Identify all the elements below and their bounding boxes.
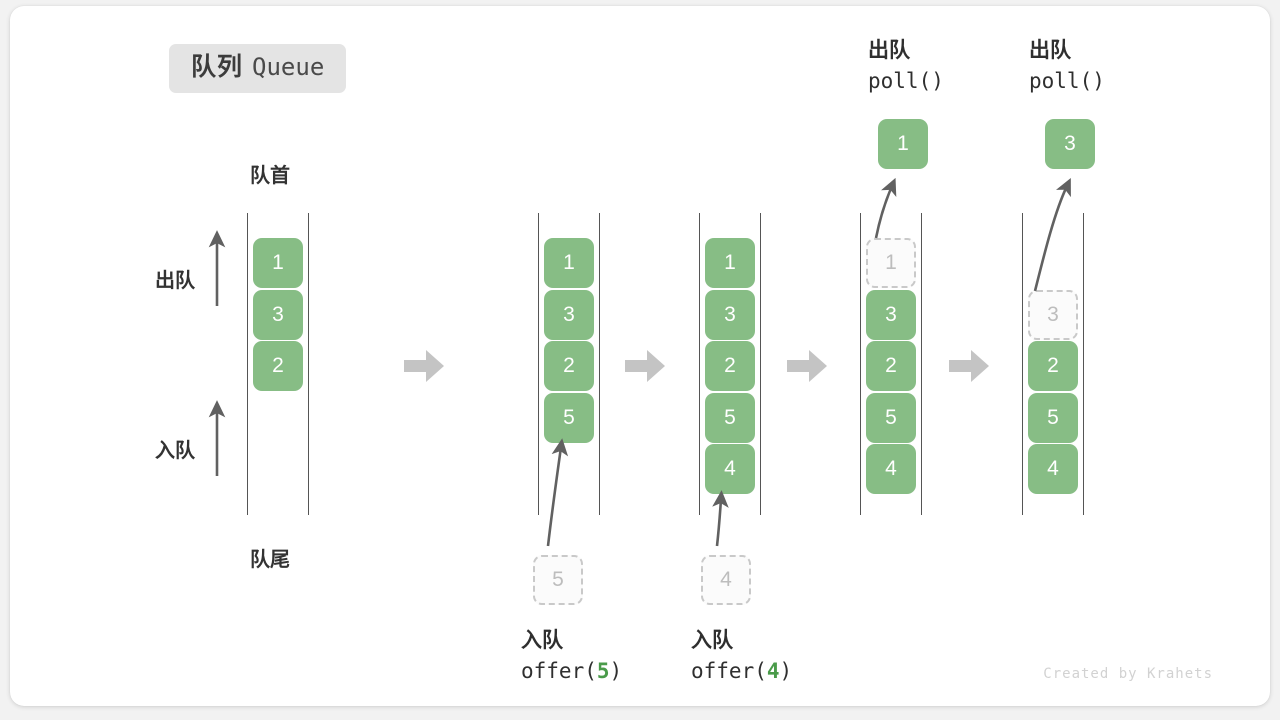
queue-cell: 5: [705, 392, 755, 443]
queue-rail-left: [538, 213, 539, 515]
queue-cell: 2: [1028, 341, 1078, 391]
queue-cell: 5: [866, 392, 916, 443]
queue-cell: 3: [1028, 289, 1078, 340]
step-arrow-1: [402, 344, 446, 388]
queue-cell: 2: [866, 341, 916, 391]
popped-element-poll-3: 3: [1045, 119, 1095, 169]
operation-argument: 4: [766, 659, 780, 684]
queue-cell: 3: [866, 289, 916, 340]
queue-rail-left: [1022, 213, 1023, 515]
pending-element-offer-4: 4: [701, 555, 751, 605]
operation-label-cn: 入队: [521, 629, 563, 652]
operation-label-cn: 出队: [1029, 39, 1071, 62]
operation-argument: 5: [596, 659, 610, 684]
queue-cell: 5: [544, 392, 594, 443]
queue-rail-left: [699, 213, 700, 515]
operation-label-cn: 出队: [868, 39, 910, 62]
queue-cell: 4: [705, 444, 755, 494]
operation-label-poll-3: 出队 poll(): [1029, 36, 1105, 97]
popped-element-poll-1: 1: [878, 119, 928, 169]
dequeue-direction-label: 出队: [155, 270, 195, 292]
queue-rail-left: [247, 213, 248, 515]
queue-cell: 2: [705, 341, 755, 391]
queue-cell: 2: [253, 341, 303, 391]
step-arrow-3: [785, 344, 829, 388]
queue-cell: 3: [253, 289, 303, 340]
queue-rail-right: [599, 213, 600, 515]
queue-cell: 4: [866, 444, 916, 494]
diagram-title-badge: 队列 Queue: [169, 44, 347, 93]
operation-label-code: poll(): [1029, 69, 1105, 94]
queue-cell: 3: [544, 289, 594, 340]
queue-cell: 2: [544, 341, 594, 391]
operation-label-code: offer(4): [691, 659, 793, 684]
queue-rail-right: [760, 213, 761, 515]
step-arrow-4: [947, 344, 991, 388]
credit-text: Created by Krahets: [1043, 666, 1213, 682]
operation-label-code: offer(5): [521, 659, 623, 684]
queue-cell: 5: [1028, 392, 1078, 443]
enqueue-direction-label: 入队: [155, 440, 195, 462]
queue-rail-right: [921, 213, 922, 515]
operation-label-offer-5: 入队 offer(5): [521, 626, 622, 687]
title-english: Queue: [252, 53, 325, 81]
queue-cell: 1: [544, 238, 594, 288]
step-arrow-2: [623, 344, 667, 388]
pending-element-offer-5: 5: [533, 555, 583, 605]
operation-label-offer-4: 入队 offer(4): [691, 626, 792, 687]
queue-cell: 4: [1028, 444, 1078, 494]
queue-head-label: 队首: [250, 165, 290, 187]
queue-rail-right: [308, 213, 309, 515]
queue-cell: 1: [866, 238, 916, 288]
operation-label-cn: 入队: [691, 629, 733, 652]
operation-label-code: poll(): [868, 69, 944, 94]
queue-cell: 1: [705, 238, 755, 288]
operation-label-poll-1: 出队 poll(): [868, 36, 944, 97]
title-chinese: 队列: [191, 53, 244, 81]
queue-rail-left: [860, 213, 861, 515]
queue-cell: 1: [253, 238, 303, 288]
queue-cell: 3: [705, 289, 755, 340]
queue-tail-label: 队尾: [250, 549, 290, 571]
queue-rail-right: [1083, 213, 1084, 515]
